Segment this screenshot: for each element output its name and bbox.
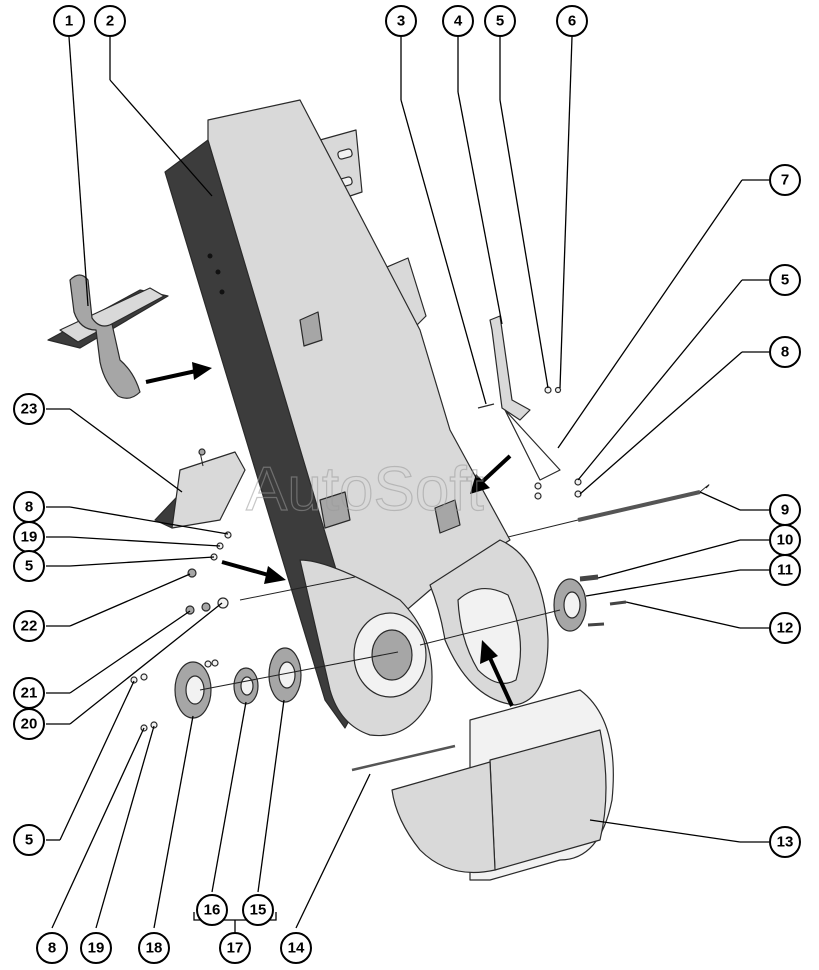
assembly-arrows: [145, 362, 514, 707]
callout-2: 2: [94, 5, 126, 37]
svg-text:17: 17: [227, 940, 244, 957]
callout-7: 7: [769, 164, 801, 196]
callout-9: 9: [769, 494, 801, 526]
svg-text:19: 19: [21, 529, 38, 546]
main-housing: [164, 99, 549, 737]
svg-text:5: 5: [496, 13, 504, 30]
svg-text:15: 15: [250, 902, 267, 919]
svg-text:5: 5: [781, 272, 789, 289]
part-11-flange: [553, 576, 627, 632]
svg-text:7: 7: [781, 172, 789, 189]
svg-text:8: 8: [25, 499, 33, 516]
svg-text:9: 9: [781, 502, 789, 519]
svg-text:4: 4: [454, 13, 463, 30]
svg-text:23: 23: [21, 401, 38, 418]
svg-text:11: 11: [777, 562, 793, 579]
callout-12: 12: [769, 612, 801, 644]
callout-4: 4: [442, 5, 474, 37]
callout-5-bottom-left: 5: [13, 824, 45, 856]
callouts: 1 2 3 4 5 6 7 5 8 9 10 11 12 13 23 8 19 …: [13, 5, 801, 964]
svg-text:8: 8: [781, 344, 789, 361]
svg-text:18: 18: [146, 940, 163, 957]
callout-23: 23: [13, 393, 45, 425]
svg-text:13: 13: [777, 834, 794, 851]
svg-text:5: 5: [25, 558, 33, 575]
svg-text:1: 1: [65, 13, 73, 30]
svg-text:16: 16: [204, 902, 221, 919]
part-9-rod: [577, 484, 710, 522]
housing-top-face: [207, 99, 511, 651]
callout-17: 17: [219, 932, 251, 964]
callout-10: 10: [769, 524, 801, 556]
callout-21: 21: [13, 677, 45, 709]
part-16-bearing: [233, 667, 259, 705]
callout-1: 1: [53, 5, 85, 37]
svg-text:21: 21: [21, 685, 38, 702]
svg-text:14: 14: [288, 940, 305, 957]
part-15-bearing-flange: [268, 647, 302, 703]
callout-5-top: 5: [484, 5, 516, 37]
assembly-axis-middle: [239, 576, 356, 601]
part-13-guard-cover: [391, 689, 614, 881]
callout-16: 16: [196, 894, 228, 926]
callout-3: 3: [385, 5, 417, 37]
callout-14: 14: [280, 932, 312, 964]
leader-lines: [46, 36, 769, 929]
callout-13: 13: [769, 826, 801, 858]
callout-8-right: 8: [769, 336, 801, 368]
callout-8-left: 8: [13, 491, 45, 523]
svg-text:22: 22: [21, 618, 38, 635]
callout-5-right: 5: [769, 264, 801, 296]
svg-text:20: 20: [21, 716, 38, 733]
assembly-axis-lower-right: [419, 609, 561, 646]
callout-22: 22: [13, 610, 45, 642]
part-14-pin: [351, 744, 456, 772]
callout-8-bottom: 8: [36, 932, 68, 964]
callout-19-bottom: 19: [80, 932, 112, 964]
callout-5-left: 5: [13, 550, 45, 582]
svg-text:3: 3: [397, 13, 405, 30]
svg-text:2: 2: [106, 13, 114, 30]
part-23-bracket: [154, 448, 246, 529]
part-4-lever-arm: [477, 315, 562, 481]
svg-text:8: 8: [48, 940, 56, 957]
part-18-bearing-housing: [174, 661, 212, 719]
watermark-text: AutoSoft: [246, 455, 484, 524]
svg-text:19: 19: [88, 940, 105, 957]
callout-19-left: 19: [13, 521, 45, 553]
svg-text:12: 12: [777, 620, 794, 637]
assembly-axis-lower: [199, 651, 399, 691]
callout-20: 20: [13, 708, 45, 740]
callout-6: 6: [556, 5, 588, 37]
callout-15: 15: [242, 894, 274, 926]
callout-18: 18: [138, 932, 170, 964]
svg-text:10: 10: [777, 532, 794, 549]
svg-text:5: 5: [25, 832, 33, 849]
svg-text:6: 6: [568, 13, 576, 30]
callout-11: 11: [769, 554, 801, 586]
